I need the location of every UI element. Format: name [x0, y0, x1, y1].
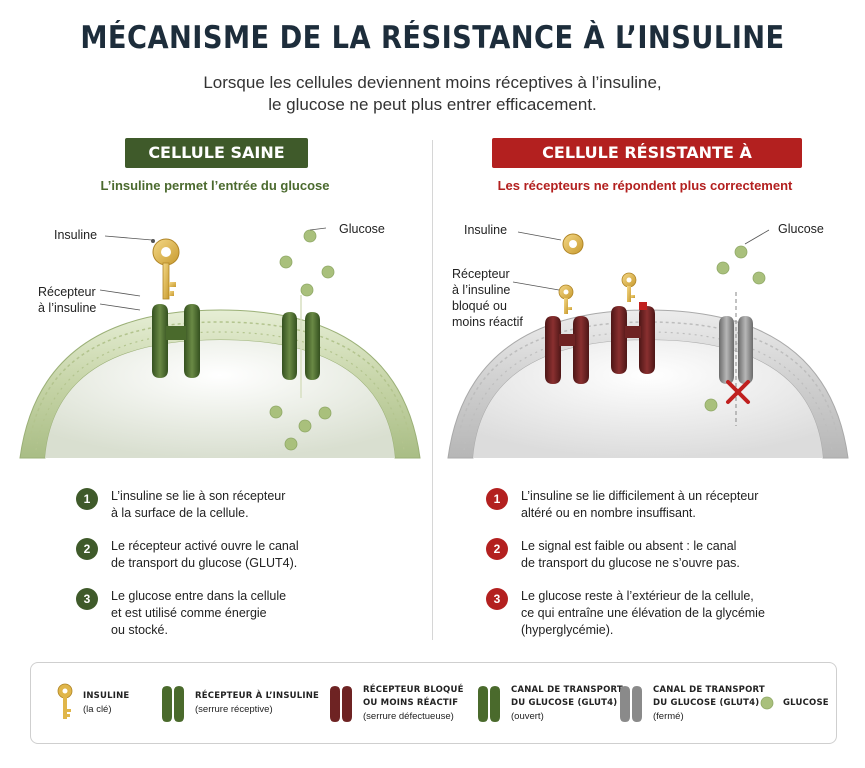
step-text: L’insuline se lie à son récepteur à la s…	[111, 489, 286, 520]
legend-sub: (la clé)	[83, 704, 112, 715]
legend-item-insulin: INSULINE (la clé)	[55, 663, 129, 743]
resistant-insulin-label: Insuline	[464, 223, 508, 237]
glut4-open-channel-icon	[282, 295, 320, 398]
legend-sub: (serrure réceptive)	[195, 704, 273, 715]
healthy-step-2: 2 Le récepteur activé ouvre le canal de …	[76, 538, 299, 572]
page-title: MÉCANISME DE LA RÉSISTANCE À L’INSULINE	[80, 20, 785, 56]
legend-item-open-channel: CANAL DE TRANSPORT DU GLUCOSE (GLUT4) (ou…	[475, 663, 623, 743]
legend-title: CANAL DE TRANSPORT DU GLUCOSE (GLUT4)	[511, 684, 623, 708]
insulin-key-icon	[152, 238, 180, 300]
healthy-glucose-label: Glucose	[339, 222, 385, 236]
legend-sub: (fermé)	[653, 710, 684, 722]
legend-item-glucose: GLUCOSE	[759, 663, 829, 743]
legend-sub: (ouvert)	[511, 710, 544, 722]
legend-item-receptor: RÉCEPTEUR À L’INSULINE (serrure réceptive…	[159, 663, 319, 743]
step-number: 2	[486, 538, 508, 560]
subtitle-line-2: le glucose ne peut plus entrer efficacem…	[268, 95, 597, 114]
legend-item-blocked: RÉCEPTEUR BLOQUÉ OU MOINS RÉACTIF (serrur…	[327, 663, 464, 743]
resistant-cell-caption: Les récepteurs ne répondent plus correct…	[497, 178, 793, 193]
legend-title: INSULINE	[83, 691, 130, 701]
insulin-free-icon	[562, 233, 584, 255]
resistant-step-2: 2 Le signal est faible ou absent : le ca…	[486, 538, 740, 572]
subtitle-line-1: Lorsque les cellules deviennent moins ré…	[203, 73, 662, 92]
resistant-glucose-molecules	[704, 245, 766, 412]
legend-sub: (serrure défectueuse)	[363, 710, 454, 722]
legend-title: CANAL DE TRANSPORT DU GLUCOSE (GLUT4)	[653, 684, 765, 708]
healthy-cell-badge: CELLULE SAINE	[125, 138, 308, 168]
healthy-receptor-label: Récepteur à l’insuline	[38, 285, 97, 315]
resistant-receptor-label: Récepteur à l’insuline bloqué ou moins r…	[452, 267, 523, 329]
glucose-icon	[760, 696, 774, 710]
center-divider	[432, 140, 433, 640]
healthy-step-3: 3 Le glucose entre dans la cellule et es…	[76, 588, 286, 639]
key-icon	[57, 683, 73, 719]
healthy-cell-illustration	[19, 227, 421, 459]
resistant-step-1: 1 L’insuline se lie difficilement à un r…	[486, 488, 758, 522]
legend-title: GLUCOSE	[783, 697, 829, 708]
step-text: Le glucose reste à l’extérieur de la cel…	[521, 589, 765, 637]
resistant-cell-illustration	[447, 229, 849, 459]
blocked-receptor-icon	[545, 316, 589, 384]
step-text: Le glucose entre dans la cellule et est …	[111, 589, 287, 637]
blocked-x-icon	[726, 380, 750, 404]
healthy-step-1: 1 L’insuline se lie à son récepteur à la…	[76, 488, 285, 522]
step-text: Le signal est faible ou absent : le cana…	[521, 539, 740, 570]
insulin-key-small-icon-2	[621, 272, 637, 302]
healthy-glucose-molecules	[269, 229, 335, 451]
healthy-receptor-icon	[152, 304, 200, 378]
legend: INSULINE (la clé) RÉCEPTEUR À L’INSULINE (…	[30, 662, 837, 744]
healthy-cell-caption: L’insuline permet l’entrée du glucose	[100, 178, 330, 193]
legend-title: RÉCEPTEUR BLOQUÉ OU MOINS RÉACTIF	[363, 684, 464, 708]
blocked-receptor-icon-2	[611, 302, 655, 374]
open-channel-icon	[478, 686, 500, 722]
step-number: 3	[486, 588, 508, 610]
resistant-cell-badge: CELLULE RÉSISTANTE À L’INSULINE	[492, 138, 802, 192]
step-number: 1	[486, 488, 508, 510]
glut4-closed-channel-icon	[719, 292, 753, 426]
insulin-key-small-icon-1	[558, 284, 574, 314]
resistant-glucose-label: Glucose	[778, 222, 824, 236]
step-text: L’insuline se lie difficilement à un réc…	[521, 489, 759, 520]
closed-channel-icon	[620, 686, 642, 722]
resistant-step-3: 3 Le glucose reste à l’extérieur de la c…	[486, 588, 765, 639]
step-number: 1	[76, 488, 98, 510]
step-number: 3	[76, 588, 98, 610]
step-number: 2	[76, 538, 98, 560]
receptor-icon	[162, 686, 184, 722]
page-subtitle: Lorsque les cellules deviennent moins ré…	[0, 72, 865, 116]
blocked-receptor-icon	[330, 686, 352, 722]
healthy-insulin-label: Insuline	[54, 228, 98, 242]
legend-item-closed-channel: CANAL DE TRANSPORT DU GLUCOSE (GLUT4) (fe…	[617, 663, 765, 743]
step-text: Le récepteur activé ouvre le canal de tr…	[111, 539, 299, 570]
legend-title: RÉCEPTEUR À L’INSULINE	[195, 691, 320, 701]
